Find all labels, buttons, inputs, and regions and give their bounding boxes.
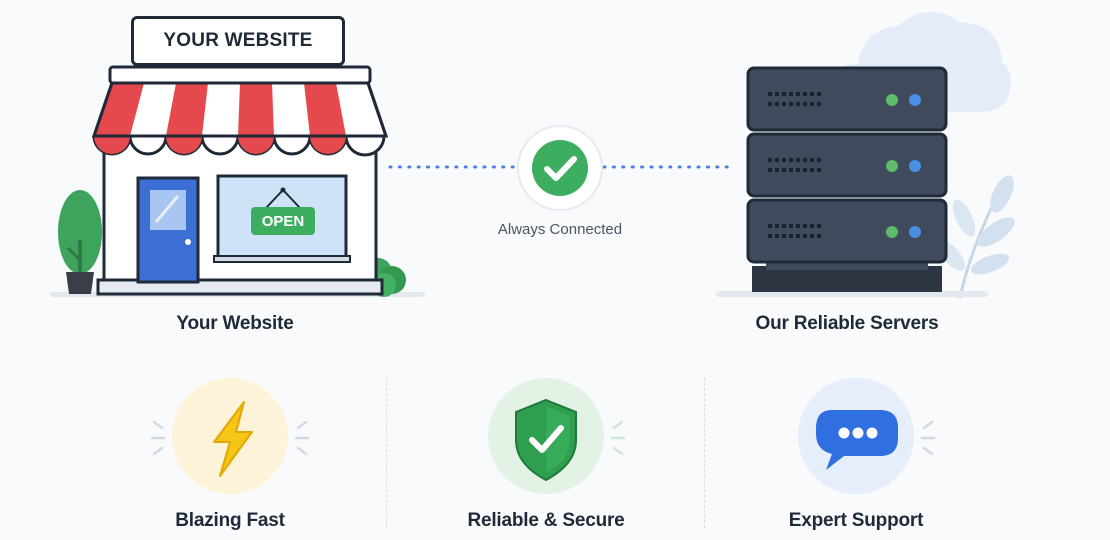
feature-label: Reliable & Secure (467, 510, 625, 531)
feature-reliable-secure: Reliable & Secure (446, 370, 646, 536)
connection-line (388, 164, 734, 170)
feature-divider (704, 378, 705, 528)
server-unit (746, 132, 948, 198)
store-sign: YOUR WEBSITE (131, 16, 345, 66)
lightning-icon (148, 376, 312, 504)
chat-bubble-icon (774, 376, 938, 504)
connected-check-icon (516, 124, 604, 212)
servers-caption: Our Reliable Servers (755, 313, 939, 334)
feature-label: Blazing Fast (175, 510, 285, 531)
open-sign: OPEN (251, 207, 315, 235)
store-caption: Your Website (176, 313, 294, 334)
server-rack-illustration (712, 62, 992, 302)
storefront-illustration (40, 10, 430, 305)
feature-expert-support: Expert Support (756, 370, 956, 536)
awning (91, 81, 389, 157)
store-sign-text: YOUR WEBSITE (163, 30, 313, 51)
feature-label: Expert Support (788, 510, 924, 531)
feature-blazing-fast: Blazing Fast (130, 370, 330, 536)
shield-check-icon (464, 376, 628, 504)
connection-caption: Always Connected (497, 221, 623, 238)
feature-divider (386, 378, 387, 528)
door-icon (136, 176, 200, 284)
server-unit (746, 198, 948, 264)
tree-icon (58, 190, 102, 294)
open-sign-text: OPEN (261, 212, 305, 230)
server-unit (746, 66, 948, 132)
